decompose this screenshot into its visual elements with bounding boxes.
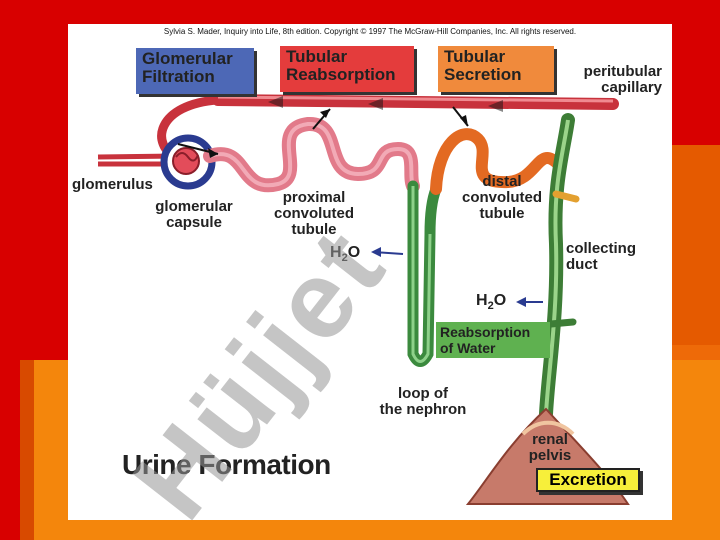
h2o-label-loop: H2O bbox=[330, 244, 361, 265]
diagram-panel: Sylvia S. Mader, Inquiry into Life, 8th … bbox=[68, 24, 672, 520]
h2o-label-duct: H2O bbox=[476, 292, 507, 313]
distal-tubule bbox=[430, 128, 564, 195]
diagram-title: Urine Formation bbox=[122, 449, 331, 480]
peritubular-capillary bbox=[212, 94, 619, 110]
reabsorption-of-water-box: Reabsorption of Water bbox=[436, 322, 550, 358]
loop-of-nephron bbox=[407, 180, 442, 367]
copyright-credit: Sylvia S. Mader, Inquiry into Life, 8th … bbox=[163, 27, 577, 36]
glomerulus bbox=[172, 147, 200, 175]
glomerulus-label: glomerulus bbox=[72, 176, 153, 193]
excretion-box: Excretion bbox=[536, 468, 640, 492]
